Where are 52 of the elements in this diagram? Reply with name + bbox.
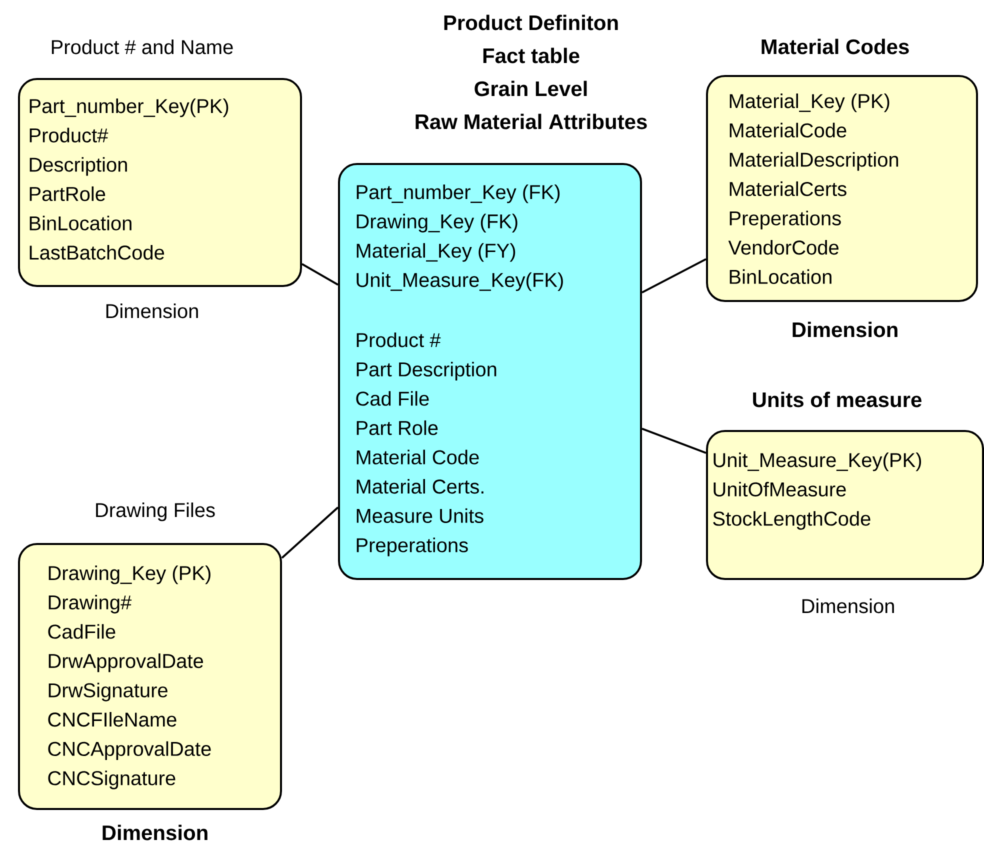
field-text: CNCFIleName xyxy=(48,712,176,727)
field-text: Product # xyxy=(356,332,441,348)
field-text: MaterialCode xyxy=(730,122,846,138)
dimension-label: Dimension xyxy=(106,304,198,318)
table-title: Grain Level xyxy=(474,80,587,96)
field-text: Unit_Measure_Key(FK) xyxy=(356,272,563,292)
field-text: Material Code xyxy=(356,450,479,464)
dimension-label: Dimension xyxy=(802,598,894,614)
table-title: Fact table xyxy=(483,48,580,64)
field-text: BinLocation xyxy=(730,269,832,284)
connector-line xyxy=(642,258,706,294)
field-text: Drawing# xyxy=(48,594,132,614)
table-title: Drawing Files xyxy=(96,502,215,522)
connector-line xyxy=(302,263,338,286)
field-text: Part_number_Key (FK) xyxy=(356,184,560,204)
field-text: Product# xyxy=(30,128,108,142)
connector-line xyxy=(281,506,339,559)
field-text: Drawing_Key (PK) xyxy=(48,566,210,584)
table-title: Material Codes xyxy=(762,38,909,54)
field-text: Drawing_Key (FK) xyxy=(356,214,518,232)
field-text: MaterialDescription xyxy=(730,152,898,171)
dimension-label: Dimension xyxy=(102,824,208,840)
field-text: CadFile xyxy=(48,624,116,639)
field-text: Unit_Measure_Key(PK) xyxy=(714,452,922,472)
field-text: CNCSignature xyxy=(48,770,176,790)
field-text: StockLengthCode xyxy=(713,511,870,530)
table-title: Product # and Name xyxy=(52,40,233,54)
field-text: Preperations xyxy=(730,210,841,230)
field-text: CNCApprovalDate xyxy=(48,741,211,760)
field-text: Part_number_Key(PK) xyxy=(30,98,228,118)
field-text: PartRole xyxy=(30,186,106,202)
field-text: DrwApprovalDate xyxy=(48,653,203,672)
field-text: Part Role xyxy=(356,420,438,436)
dimension-label: Dimension xyxy=(792,322,898,338)
field-text: VendorCode xyxy=(728,240,838,255)
field-text: DrwSignature xyxy=(48,682,168,702)
field-text: Part Description xyxy=(356,362,496,380)
field-text: MaterialCerts xyxy=(730,181,846,196)
field-text: BinLocation xyxy=(30,216,132,230)
field-text: UnitOfMeasure xyxy=(714,482,846,496)
table-title: Units of measure xyxy=(753,392,922,408)
field-text: Material_Key (FY) xyxy=(356,243,516,262)
field-text: Description xyxy=(30,157,127,176)
field-text: Measure Units xyxy=(356,508,484,523)
field-text: LastBatchCode xyxy=(30,245,164,260)
table-title: Product Definiton xyxy=(444,14,618,30)
field-text: Material_Key (PK) xyxy=(730,94,890,112)
field-text: Preperations xyxy=(356,538,468,556)
table-title: Raw Material Attributes xyxy=(416,114,647,130)
field-text: Material Certs. xyxy=(356,479,484,494)
connector-line xyxy=(642,428,706,454)
field-text: Cad File xyxy=(356,391,429,406)
